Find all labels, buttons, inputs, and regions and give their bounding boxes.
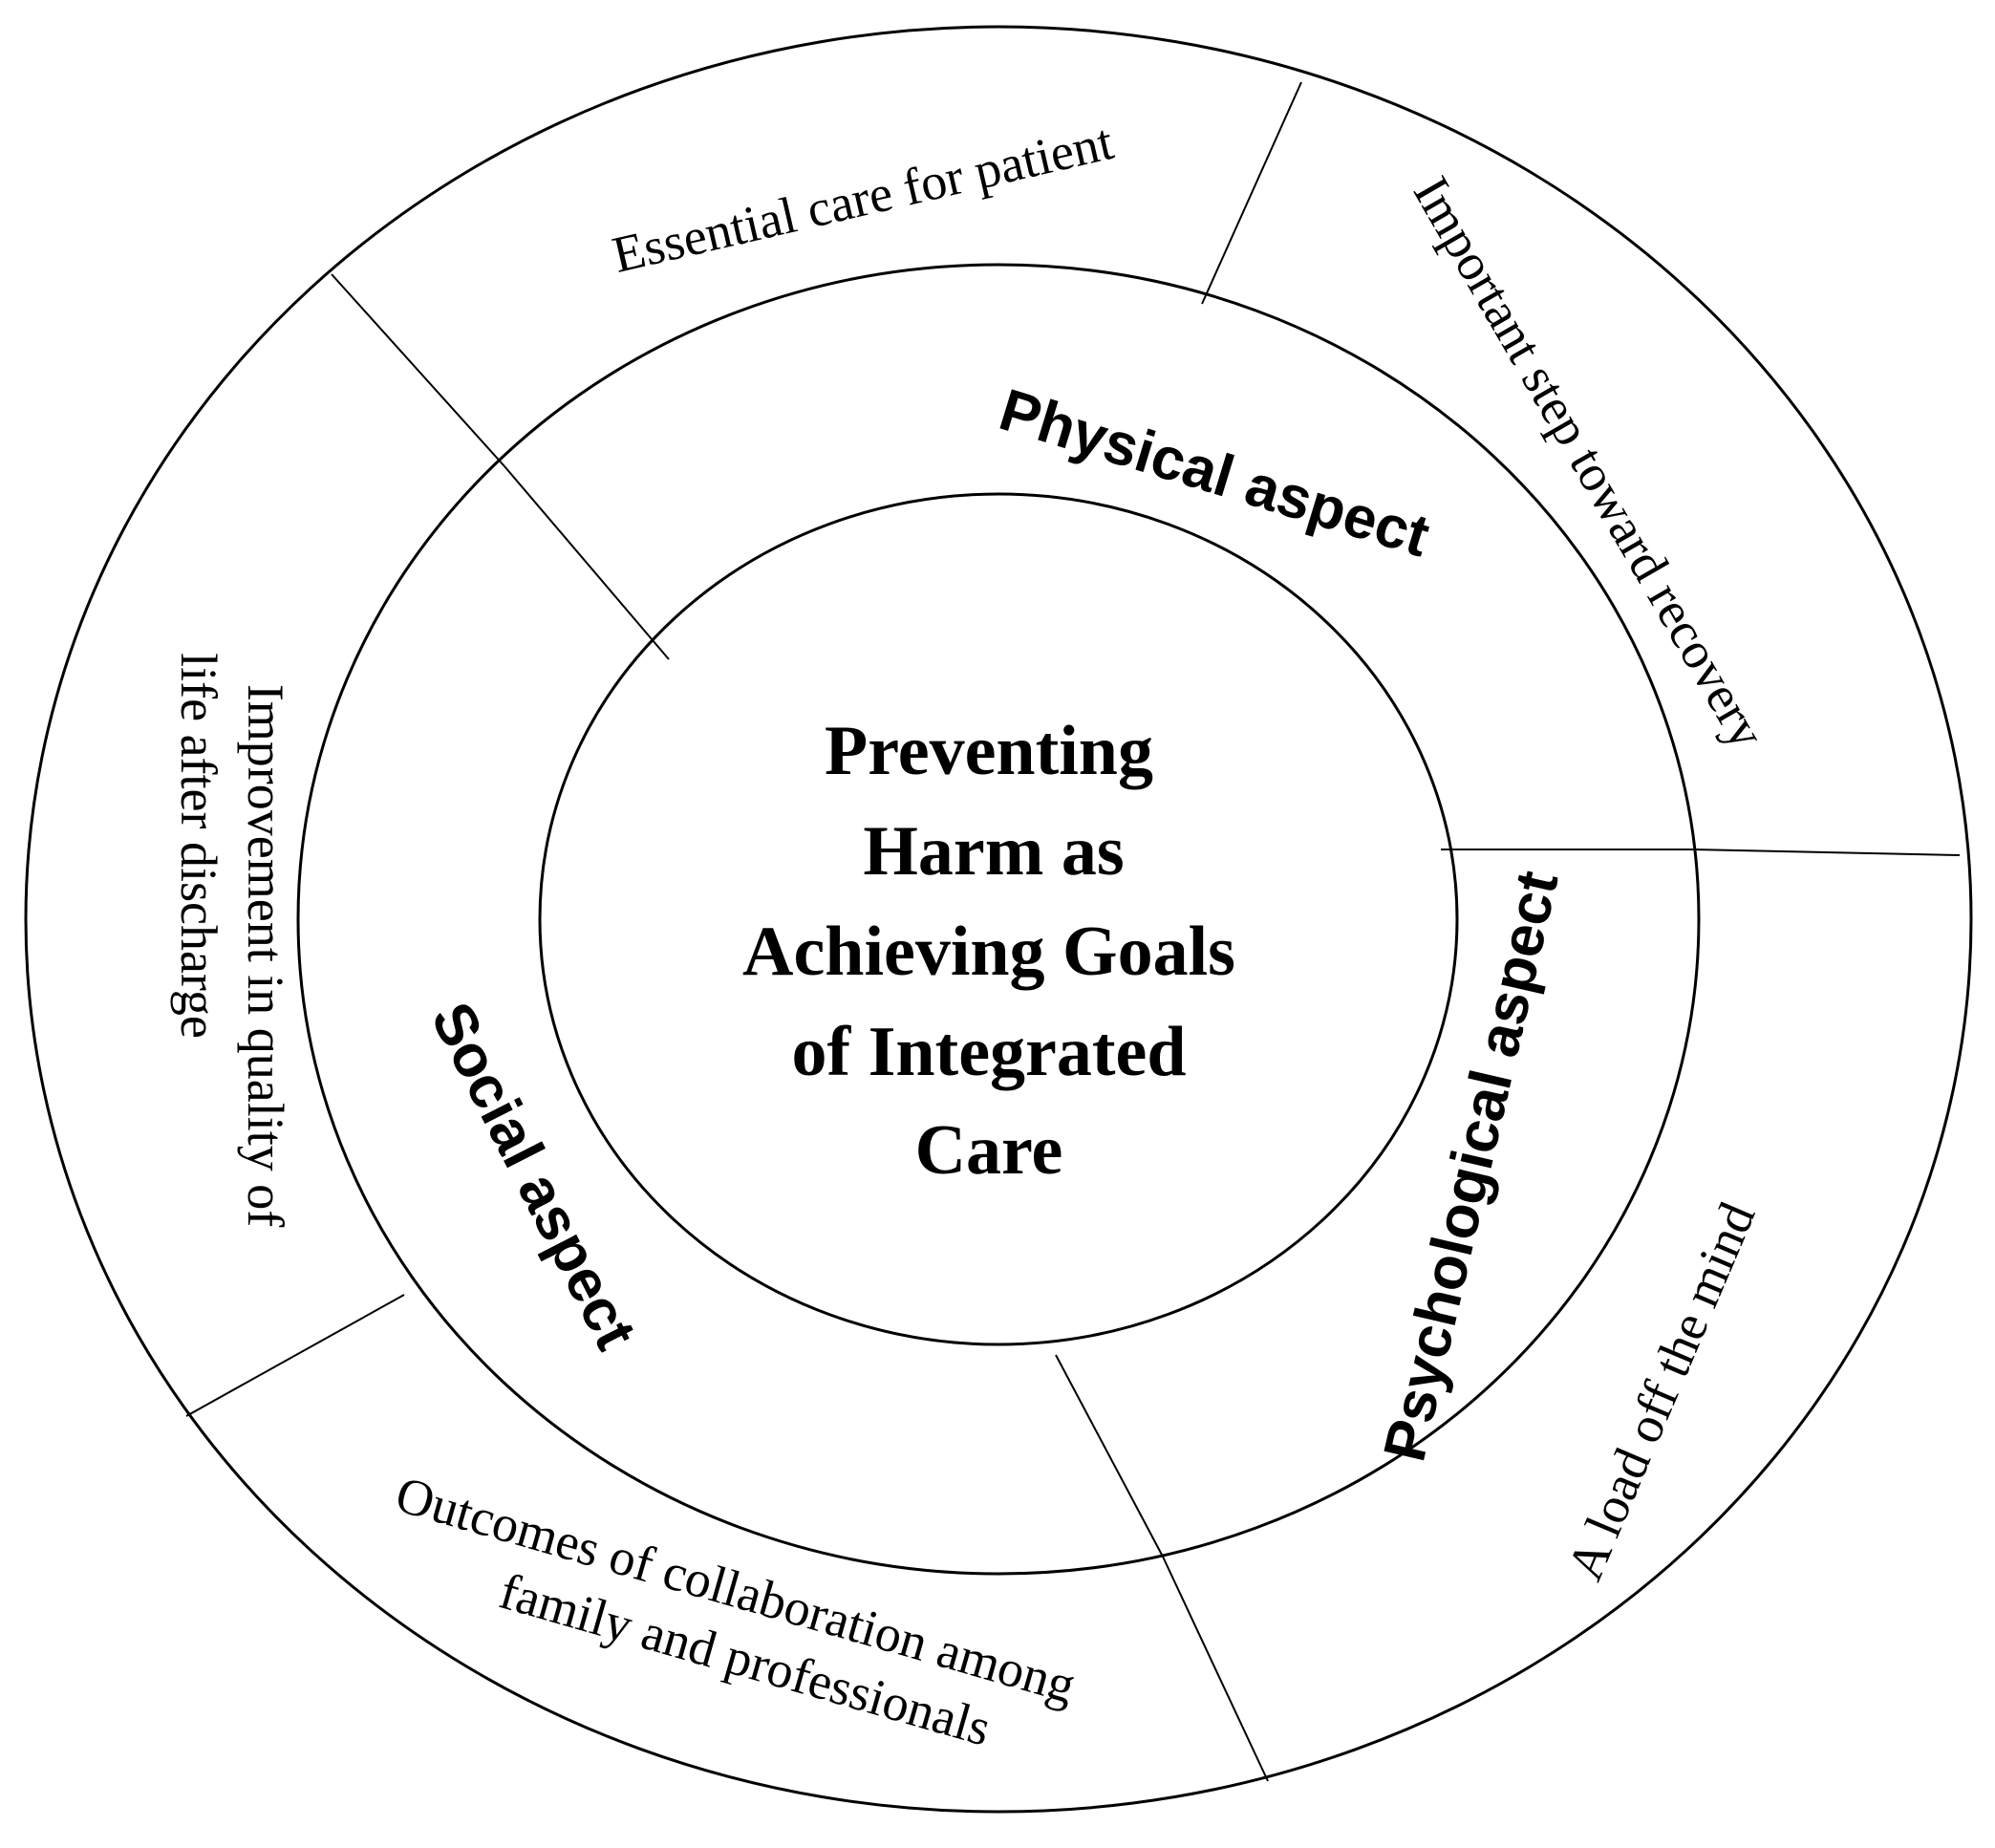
load-off-mind-label: A load off the mind [1555,1194,1766,1588]
divider-middle-upper-left [504,465,670,660]
center-line-2: Harm as [863,812,1124,891]
center-line-1: Preventing [825,712,1153,790]
essential-care-label: Essential care for patient [607,113,1118,284]
recovery-label: Important step toward recovery [1403,167,1777,758]
outer-ring [24,25,1973,1814]
quality-label-line-2: life after discharge [170,653,227,1039]
quality-label-line-1: Improvement in quality of [237,684,294,1227]
divider-outer-right [1693,849,1961,856]
divider-outer-top-left [331,273,505,467]
divider-outer-left [185,1294,405,1417]
inner-ring [538,492,1459,1346]
center-line-3: Achieving Goals [742,913,1235,991]
center-line-4: of Integrated [791,1013,1186,1091]
middle-ring [296,263,1701,1576]
psychological-aspect-label: Psychological aspect [1371,865,1571,1467]
divider-middle-lower [1055,1354,1164,1558]
divider-outer-top [1201,81,1302,305]
physical-aspect-label: Physical aspect [992,376,1436,569]
divider-outer-bottom [1162,1556,1269,1782]
social-aspect-label: Social aspect [418,992,649,1359]
center-line-5: Care [915,1111,1063,1190]
